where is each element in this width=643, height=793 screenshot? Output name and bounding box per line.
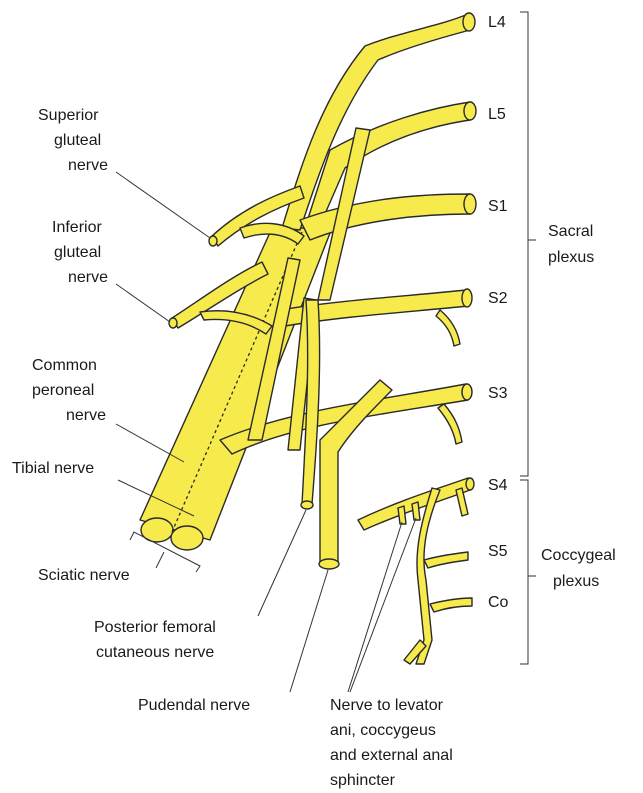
leader-inferior-gluteal [116, 284, 170, 322]
label-superior-gluteal-nerve: Superior gluteal nerve [38, 107, 108, 174]
sacral-plexus-label-2: plexus [548, 249, 594, 266]
label-sciatic-nerve: Sciatic nerve [38, 567, 130, 584]
leader-levator-ani-2 [350, 518, 416, 692]
svg-text:peroneal: peroneal [32, 382, 94, 399]
svg-text:Nerve to levator: Nerve to levator [330, 697, 444, 714]
svg-text:gluteal: gluteal [54, 132, 101, 149]
coccygeal-plexus-bracket [520, 480, 536, 664]
label-tibial-nerve: Tibial nerve [12, 460, 94, 477]
label-posterior-femoral-cutaneous-nerve: Posterior femoral cutaneous nerve [94, 619, 216, 661]
label-nerve-to-levator-ani: Nerve to levator ani, coccygeus and exte… [330, 697, 453, 789]
root-label-s5: S5 [488, 543, 508, 560]
svg-text:nerve: nerve [66, 407, 106, 424]
root-label-s2: S2 [488, 290, 508, 307]
label-pudendal-nerve: Pudendal nerve [138, 697, 250, 714]
svg-text:Common: Common [32, 357, 97, 374]
coccygeal-plexus-label: Coccygeal [541, 547, 616, 564]
leader-superior-gluteal [116, 172, 210, 238]
sacral-plexus-bracket [520, 12, 536, 476]
svg-text:Posterior femoral: Posterior femoral [94, 619, 216, 636]
svg-text:nerve: nerve [68, 269, 108, 286]
svg-text:ani, coccygeus: ani, coccygeus [330, 722, 436, 739]
coccygeal-plexus-label-2: plexus [553, 573, 599, 590]
svg-text:Superior: Superior [38, 107, 99, 124]
sacral-plexus-label: Sacral [548, 223, 593, 240]
svg-text:sphincter: sphincter [330, 772, 396, 789]
root-label-l5: L5 [488, 106, 506, 123]
svg-text:and external anal: and external anal [330, 747, 453, 764]
leader-pudendal [290, 570, 328, 692]
leader-common-peroneal [116, 424, 184, 462]
nerve-illustration [140, 13, 476, 664]
svg-text:Inferior: Inferior [52, 219, 102, 236]
leader-posterior-femoral [258, 510, 306, 616]
sciatic-cut-end-tibial [171, 526, 203, 550]
label-common-peroneal-nerve: Common peroneal nerve [32, 357, 106, 424]
label-inferior-gluteal-nerve: Inferior gluteal nerve [52, 219, 108, 286]
root-label-co: Co [488, 594, 509, 611]
svg-text:gluteal: gluteal [54, 244, 101, 261]
leader-levator-ani-1 [348, 522, 402, 692]
svg-text:cutaneous nerve: cutaneous nerve [96, 644, 214, 661]
svg-text:nerve: nerve [68, 157, 108, 174]
root-label-s4: S4 [488, 477, 508, 494]
root-label-s3: S3 [488, 385, 508, 402]
root-label-l4: L4 [488, 14, 506, 31]
root-label-s1: S1 [488, 198, 508, 215]
